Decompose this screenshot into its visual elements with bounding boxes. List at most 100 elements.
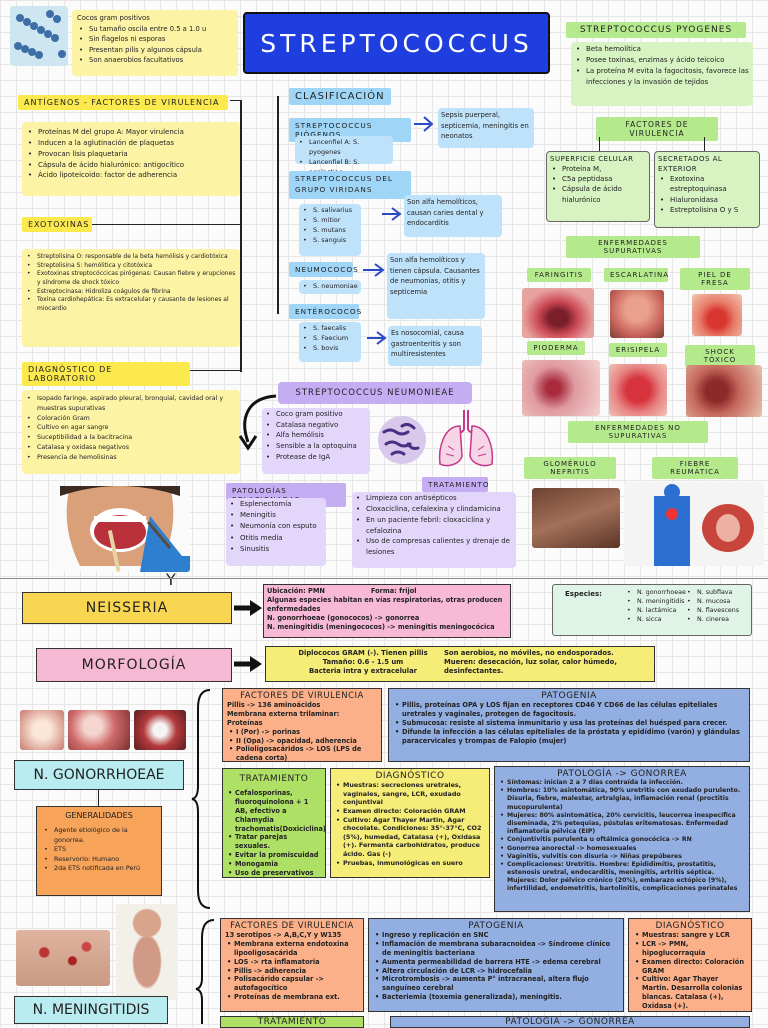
patologia-item: Síntomas: inician 2 a 7 días contraída l…: [498, 779, 746, 787]
antigeno-item: Provocan lisis plaquetaria: [26, 149, 236, 160]
no-supurativas-header: ENFERMEDADES NO SUPURATIVAS: [568, 421, 708, 443]
morfologia-box: Diplococos GRAM (-). Tienen pillis Tamañ…: [265, 646, 655, 682]
pioderma-photo: [522, 360, 600, 416]
secretados-header: SECRETADOS AL EXTERIOR: [658, 155, 723, 174]
superficie-item: Proteína M,: [550, 164, 646, 174]
factor-line: Membrana externa trilaminar: Proteínas: [227, 709, 340, 727]
intro-box: Cocos gram positivos Su tamaño oscila en…: [72, 10, 238, 76]
patologia-item: Meningitis: [228, 510, 324, 521]
disease-label: PIODERMA: [527, 341, 585, 355]
neumoniae-box: Coco gram positivo Catalasa negativo Alf…: [262, 408, 370, 474]
factor-item: II (Opa) -> opacidad, adherencia: [227, 737, 377, 746]
enterococos-box: S. faecalis S. Faecium S. bovis: [299, 322, 361, 362]
gonorrhoeae-title-text: N. GONORRHOEAE: [33, 767, 165, 783]
exotoxinas-header: EXOTOXINAS: [22, 217, 92, 232]
superficie-box: SUPERFICIE CELULAR Proteína M, C5a pepti…: [546, 151, 650, 222]
gonorrhoeae-photo-2: [68, 710, 130, 750]
antigenos-box: Proteínas M del grupo A: Mayor virulenci…: [22, 122, 240, 196]
streptococcus-micrograph: [10, 6, 68, 66]
diagnostico-item: Examen directo: Coloración GRAM: [334, 807, 486, 816]
tratamiento-item: Evitar la promiscuidad: [226, 851, 322, 860]
especie-item: N. lactámica: [625, 606, 686, 615]
intro-heading: Cocos gram positivos: [77, 14, 150, 22]
connector-line: [599, 137, 600, 151]
neumococos-header: NEUMOCOCOS: [289, 262, 358, 277]
especies-box: Especies: N. gonorrhoeae N. meningitidis…: [552, 584, 752, 636]
antigenos-header: ANTÍGENOS - FACTORES DE VIRULENCIA: [18, 95, 228, 110]
intro-item: Son anaerobios facultativos: [77, 55, 233, 66]
patologia-item: Otitis media: [228, 533, 324, 544]
patogenia-item: Difunde la infección a las células epite…: [393, 728, 745, 746]
neumoniae-header-text: STREPTOCOCCUS NEUMONIEAE: [295, 388, 455, 398]
morfologia-title: MORFOLOGÍA: [36, 648, 232, 682]
patogenia-item: Ingreso y replicación en SNC: [373, 931, 619, 940]
throat-swab-illustration: [50, 486, 190, 572]
especie-item: N. gonorrhoeae: [625, 588, 686, 597]
clasificacion-header: CLASIFICACIÓN: [289, 88, 391, 105]
diagnostico-header: DIAGNÓSTICO DE LABORATORIO: [22, 362, 190, 386]
pyogenes-item: Beta hemolítica: [574, 44, 750, 55]
diagnostico-box: Isopado faringe, aspirado pleural, bronq…: [22, 390, 240, 474]
factor-item: Pillis -> adherencia: [225, 967, 359, 976]
neumoniae-item: Catalasa negativo: [264, 420, 368, 431]
arrow-icon: [367, 331, 387, 345]
neisseria-info-line: N. gonorrhoeae (gonococos) -> gonorrea: [267, 613, 420, 622]
intro-item: Sin flagelos ni esporas: [77, 34, 233, 45]
enterococos-header: ENTÉROCOCOS: [289, 304, 361, 319]
supurativas-header: ENFERMEDADES SUPURATIVAS: [566, 236, 700, 258]
superficie-header: SUPERFICIE CELULAR: [550, 155, 634, 163]
patologia-item: Neumonía con esputo: [228, 521, 324, 532]
especie-item: N. meningitidis: [625, 597, 686, 606]
superficie-item: C5a peptidasa: [550, 174, 646, 184]
exotoxina-item: Streptolisina O: responsable de la beta …: [25, 253, 237, 262]
arrow-icon: [414, 116, 434, 132]
viridans-item: S. sanguis: [301, 235, 359, 245]
connector-line: [230, 100, 242, 101]
piogenos-item: Lancenfiel A: S. pyogenes: [297, 137, 391, 157]
disease-label: FARINGITIS: [527, 268, 591, 282]
secretados-item: Estreptolisina O y S: [658, 205, 756, 215]
arrow-icon: [234, 600, 262, 616]
diagnostico-item: Examen directo: Coloración GRAM: [633, 958, 747, 976]
disease-label: PIEL DE FRESA: [680, 268, 750, 290]
patogenia-item: Submucosa: resiste al sistema inmunitari…: [393, 719, 745, 728]
enterococos-note: Es nosocomial, causa gastroenteritis y s…: [388, 326, 482, 366]
meningitidis-factores-box: FACTORES DE VIRULENCIA 13 serotipos -> A…: [220, 918, 364, 1012]
neumoniae-header: STREPTOCOCCUS NEUMONIEAE: [278, 382, 472, 404]
lungs-icon: [438, 410, 494, 467]
morf-item: Bacteria intra y extracelular: [308, 667, 418, 676]
factores-virulencia-header: FACTORES DE VIRULENCIA: [596, 117, 718, 141]
secretados-box: SECRETADOS AL EXTERIOR Exotoxina estrept…: [654, 151, 760, 228]
disease-label: GLOMÉRULO NEFRITIS: [524, 457, 616, 479]
gonorrhoeae-diagnostico-box: DIAGNÓSTICO Muestras: secreciones uretra…: [330, 768, 490, 878]
neumoniae-item: Sensible a la optoquina: [264, 441, 368, 452]
meningitidis-patogenia-header: PATOGENIA: [468, 921, 524, 931]
viridans-note: Son alfa hemolíticos, causan caries dent…: [404, 195, 502, 237]
morf-item: Tamaño: 0.6 - 1.5 um: [322, 658, 404, 667]
meningitidis-diagnostico-header: DIAGNÓSTICO: [655, 921, 725, 931]
disease-label: FIEBRE REUMÁTICA: [652, 457, 738, 479]
pyogenes-box: Beta hemolítica Posee toxinas, enzimas y…: [571, 42, 753, 106]
antigeno-item: Inducen a la aglutinación de plaquetas: [26, 138, 236, 149]
secretados-item: Hialuronidasa: [658, 195, 756, 205]
diagnostico-item: Muestras: secreciones uretrales, vaginal…: [334, 781, 486, 807]
factor-item: Polisacárido capsular -> autofagocítico: [225, 975, 359, 993]
fiebre-reumatica-illustration: [624, 482, 764, 566]
neisseria-info-line: Ubicación: PMN Forma: frijol: [267, 587, 417, 595]
viridans-item: S. mutans: [301, 225, 359, 235]
tratamiento-item: Uso de compresas calientes y drenaje de …: [354, 536, 514, 558]
pyogenes-header: STREPTOCOCCUS PYOGENES: [566, 22, 746, 38]
patogenia-item: Bacteriemia (toxemia generalizada), meni…: [373, 993, 619, 1002]
patologia-item: Mujeres: 80% asintomática, 20% cerviciti…: [498, 812, 746, 837]
neumococos-box: S. neumoniae: [299, 280, 361, 294]
connector-line: [92, 224, 242, 225]
meningitidis-photo-2: [116, 904, 178, 1000]
viridans-item: S. mitior: [301, 215, 359, 225]
especies-label: Especies:: [565, 590, 602, 598]
patologia-item: Conjuntivitis purulenta u oftálmica gono…: [498, 836, 746, 844]
gonorrhoeae-diagnostico-header: DIAGNÓSTICO: [375, 771, 445, 781]
neumoniae-item: Protease de IgA: [264, 452, 368, 463]
arrow-icon: [234, 656, 262, 672]
intro-item: Presentan pilis y algunos cápsula: [77, 45, 233, 56]
brace-icon: [191, 689, 211, 909]
